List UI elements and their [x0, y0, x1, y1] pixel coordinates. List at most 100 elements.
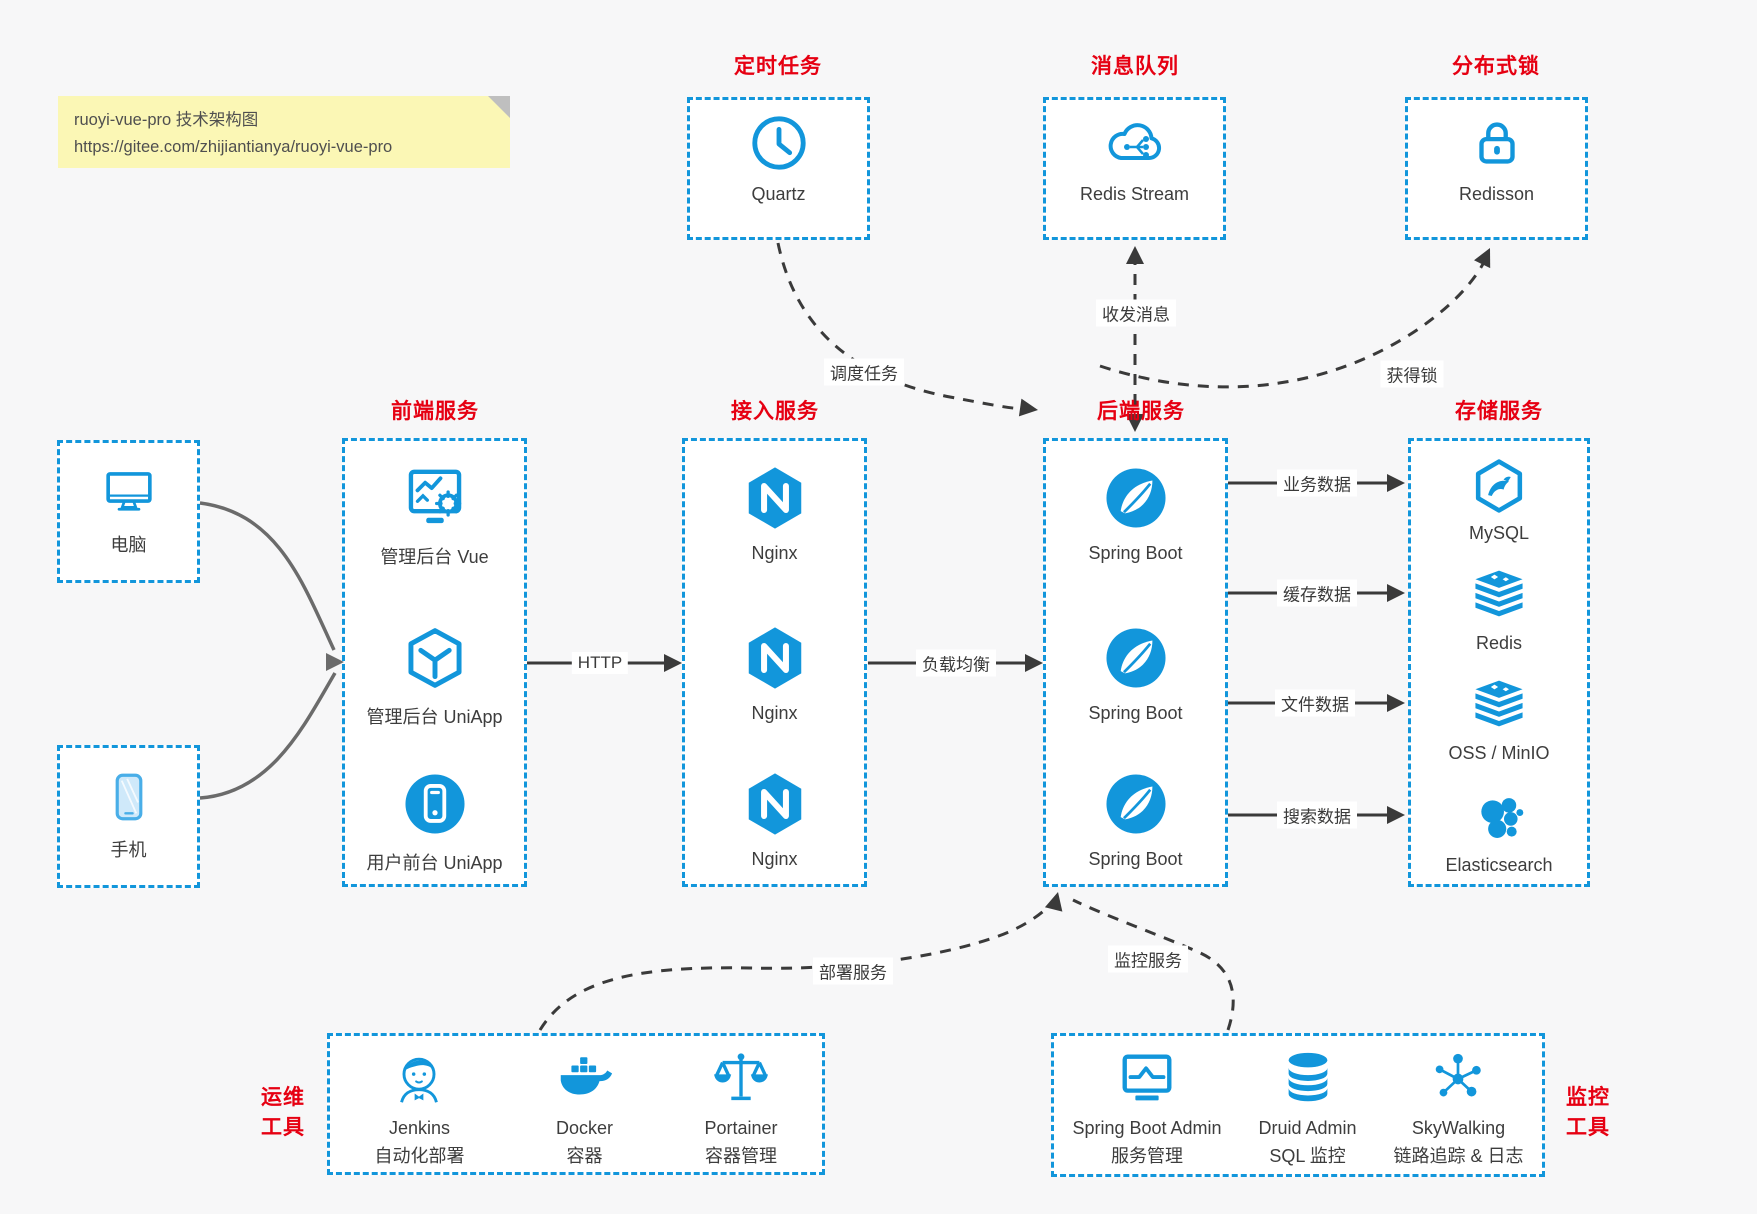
edge-label-deploy: 部署服务: [813, 957, 893, 985]
mobile-client-label: 手机: [110, 840, 147, 860]
mobile-icon: [100, 768, 158, 826]
monitor-item-desc: 服务管理: [1111, 1146, 1184, 1166]
desktop-icon: [100, 463, 158, 521]
backend-item-label: Spring Boot: [1088, 543, 1183, 563]
gateway-item-label: Nginx: [751, 703, 798, 723]
edge-label-lock: 获得锁: [1380, 360, 1444, 388]
frontend-box: 管理后台 Vue 管理后台 UniApp 用户前台 UniApp: [342, 438, 527, 887]
uniapp-cube-icon: [400, 623, 470, 693]
edge-label-monitor: 监控服务: [1108, 945, 1188, 973]
title-storage-services: 存储服务: [1455, 400, 1543, 423]
ops-item-name: Docker: [555, 1118, 613, 1138]
backend-item-springboot-2: Spring Boot: [1046, 623, 1225, 724]
monitor-tools-box: Spring Boot Admin 服务管理 Druid Admin SQL 监…: [1051, 1033, 1545, 1177]
frontend-item-label: 用户前台 UniApp: [366, 853, 503, 873]
edge-label-http: HTTP: [571, 652, 629, 674]
backend-box: Spring Boot Spring Boot Spring Boot: [1043, 438, 1228, 887]
spring-boot-admin-icon: [1116, 1048, 1178, 1110]
title-backend-services: 后端服务: [1097, 400, 1185, 423]
backend-item-label: Spring Boot: [1088, 703, 1183, 723]
redis-stream-label: Redis Stream: [1079, 184, 1190, 204]
storage-item-elasticsearch: Elasticsearch: [1411, 789, 1587, 876]
monitor-item-skywalking: SkyWalking 链路追踪 & 日志: [1393, 1048, 1524, 1168]
gateway-item-nginx-1: Nginx: [685, 463, 864, 564]
storage-item-redis: Redis: [1411, 567, 1587, 654]
storage-item-label: Redis: [1475, 633, 1523, 653]
mobile-client-box: 手机: [57, 745, 200, 888]
gateway-item-nginx-3: Nginx: [685, 769, 864, 870]
edge-label-schedule: 调度任务: [824, 358, 904, 386]
edge-label-cache-data: 缓存数据: [1277, 579, 1357, 607]
portainer-icon: [710, 1048, 772, 1110]
storage-item-label: OSS / MinIO: [1448, 743, 1550, 763]
redis-stream-box: Redis Stream: [1043, 97, 1226, 240]
pc-client-label: 电脑: [110, 535, 147, 555]
ops-tools-box: Jenkins 自动化部署 Docker 容器: [327, 1033, 825, 1175]
edge-label-message: 收发消息: [1096, 299, 1176, 327]
mysql-icon: [1470, 457, 1528, 515]
monitor-item-name: Druid Admin: [1258, 1118, 1357, 1138]
storage-item-mysql: MySQL: [1411, 457, 1587, 544]
title-monitor-tools: 监控 工具: [1566, 1083, 1610, 1144]
monitor-item-name: SkyWalking: [1411, 1118, 1506, 1138]
storage-item-oss-minio: OSS / MinIO: [1411, 677, 1587, 764]
frontend-item-label: 管理后台 Vue: [380, 547, 489, 567]
monitor-item-desc: SQL 监控: [1269, 1146, 1346, 1166]
frontend-item-user-uniapp: 用户前台 UniApp: [345, 769, 524, 875]
title-message-queue: 消息队列: [1091, 55, 1179, 78]
monitor-item-desc: 链路追踪 & 日志: [1393, 1146, 1524, 1166]
docker-icon: [553, 1048, 615, 1110]
gateway-item-label: Nginx: [751, 543, 798, 563]
edge-label-load-balance: 负载均衡: [916, 649, 996, 677]
monitor-title-line1: 监控: [1566, 1086, 1610, 1109]
quartz-label: Quartz: [751, 184, 806, 204]
spring-icon: [1101, 769, 1171, 839]
spring-icon: [1101, 623, 1171, 693]
ops-item-name: Jenkins: [388, 1118, 450, 1138]
ops-item-desc: 容器: [566, 1146, 603, 1166]
gateway-item-label: Nginx: [751, 849, 798, 869]
admin-vue-icon: [400, 463, 470, 533]
note-url: https://gitee.com/zhijiantianya/ruoyi-vu…: [74, 137, 393, 156]
redis-stack-icon: [1470, 567, 1528, 625]
monitor-title-line2: 工具: [1566, 1116, 1610, 1140]
ops-item-portainer: Portainer 容器管理: [704, 1048, 778, 1168]
frontend-item-admin-vue: 管理后台 Vue: [345, 463, 524, 569]
storage-item-label: MySQL: [1468, 523, 1529, 543]
title-gateway-services: 接入服务: [731, 400, 819, 423]
ops-item-desc: 容器管理: [704, 1146, 777, 1166]
monitor-item-druid: Druid Admin SQL 监控: [1259, 1048, 1357, 1168]
title-distributed-lock: 分布式锁: [1452, 55, 1540, 78]
user-app-icon: [400, 769, 470, 839]
storage-box: MySQL Redis: [1408, 438, 1590, 887]
redisson-label: Redisson: [1458, 184, 1535, 204]
redisson-box: Redisson: [1405, 97, 1588, 240]
ops-title-line2: 工具: [261, 1116, 305, 1140]
title-frontend-services: 前端服务: [391, 400, 479, 423]
frontend-item-label: 管理后台 UniApp: [366, 707, 503, 727]
ops-title-line1: 运维: [261, 1086, 305, 1109]
lock-icon: [1466, 112, 1528, 174]
monitor-item-sba: Spring Boot Admin 服务管理: [1072, 1048, 1222, 1168]
nginx-icon: [740, 463, 810, 533]
gateway-box: Nginx Nginx Nginx: [682, 438, 867, 887]
ops-item-desc: 自动化部署: [374, 1146, 465, 1166]
gateway-item-nginx-2: Nginx: [685, 623, 864, 724]
edge-label-search-data: 搜索数据: [1277, 801, 1357, 829]
edge-label-business-data: 业务数据: [1277, 469, 1357, 497]
backend-item-springboot-1: Spring Boot: [1046, 463, 1225, 564]
skywalking-icon: [1427, 1048, 1489, 1110]
backend-item-springboot-3: Spring Boot: [1046, 769, 1225, 870]
edge-label-file-data: 文件数据: [1275, 689, 1355, 717]
clock-icon: [748, 112, 810, 174]
ops-item-jenkins: Jenkins 自动化部署: [374, 1048, 464, 1168]
oss-stack-icon: [1470, 677, 1528, 735]
monitor-item-name: Spring Boot Admin: [1072, 1118, 1222, 1138]
ops-item-name: Portainer: [704, 1118, 778, 1138]
nginx-icon: [740, 769, 810, 839]
frontend-item-admin-uniapp: 管理后台 UniApp: [345, 623, 524, 729]
ops-item-docker: Docker 容器: [553, 1048, 615, 1168]
pc-client-box: 电脑: [57, 440, 200, 583]
quartz-box: Quartz: [687, 97, 870, 240]
